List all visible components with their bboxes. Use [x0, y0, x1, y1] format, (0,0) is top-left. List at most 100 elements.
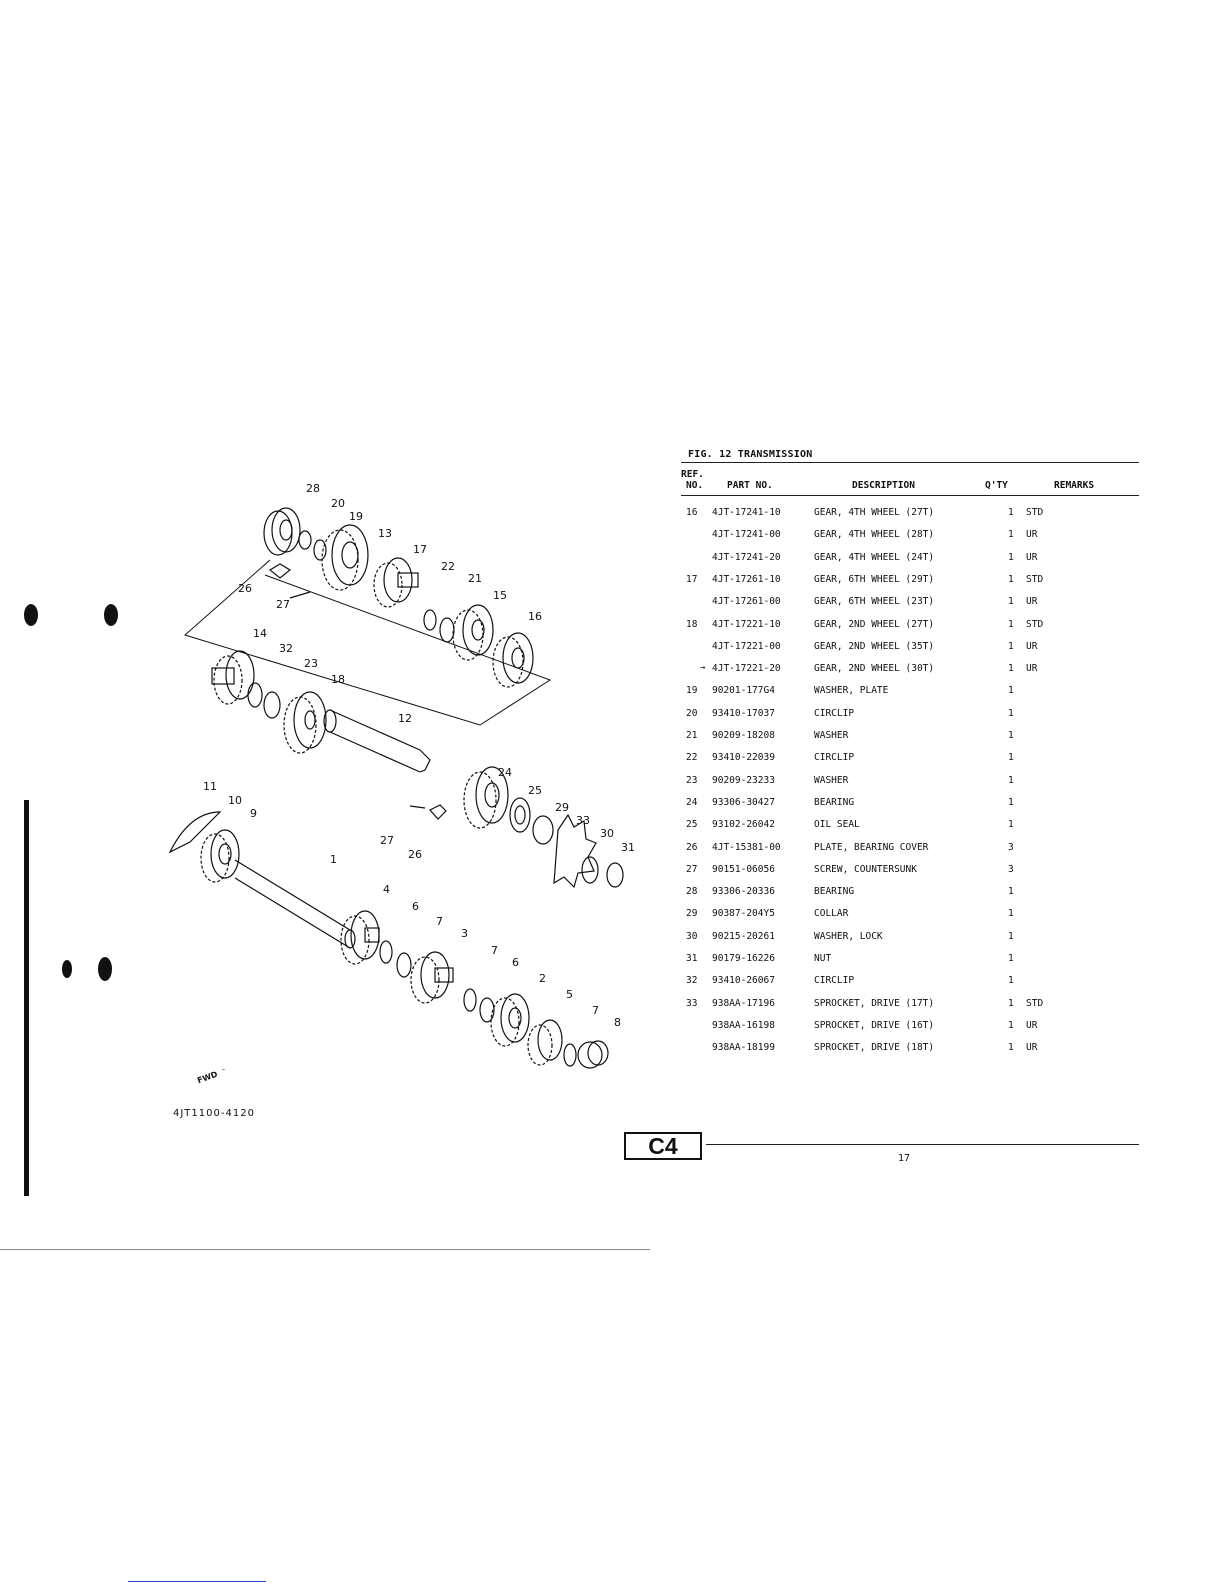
qty-cell: 3	[1008, 863, 1014, 875]
transmission-exploded-diagram: 28 20 19 13 17 22 21 15 16 26 27 14 32 2…	[168, 482, 635, 1070]
callout-label: 11	[203, 780, 217, 793]
section-box: C4	[624, 1132, 702, 1160]
qty-cell: 1	[1008, 707, 1014, 719]
callout-label: 16	[528, 610, 542, 623]
ref-cell: 18	[686, 618, 698, 630]
callout-label: 13	[378, 527, 392, 540]
description-cell: SPROCKET, DRIVE (17T)	[814, 997, 935, 1009]
part-number-cell: 93410-22039	[712, 752, 775, 764]
description-cell: SCREW, COUNTERSUNK	[814, 863, 917, 875]
header-ref-line2: NO.	[686, 480, 704, 491]
remarks-cell: STD	[1026, 618, 1044, 630]
callout-label: 7	[436, 915, 443, 928]
divider	[706, 1144, 1139, 1145]
diagram-code: 4JT1100-4120	[173, 1108, 255, 1119]
ref-cell: 29	[686, 908, 698, 920]
ref-cell: 32	[686, 975, 698, 987]
qty-cell: 1	[1008, 507, 1014, 518]
callout-label: 9	[250, 807, 257, 820]
remarks-cell: UR	[1026, 640, 1038, 652]
description-cell: CIRCLIP	[814, 975, 855, 987]
part-number-cell: 4JT-17241-00	[712, 529, 781, 541]
callout-label: 22	[441, 560, 455, 573]
qty-cell: 1	[1008, 640, 1014, 652]
ref-cell: 31	[686, 953, 698, 964]
callout-label: 12	[398, 712, 412, 725]
part-number-cell: 90209-18208	[712, 730, 775, 741]
remarks-cell: UR	[1026, 529, 1038, 541]
description-cell: WASHER	[814, 730, 849, 741]
qty-cell: 1	[1008, 1019, 1014, 1031]
description-cell: BEARING	[814, 796, 855, 808]
qty-cell: 1	[1008, 953, 1014, 964]
scan-edge-line	[128, 1581, 266, 1582]
description-cell: GEAR, 6TH WHEEL (29T)	[814, 573, 935, 585]
part-number-cell: 4JT-17261-00	[712, 596, 781, 608]
table-row: 4JT-17261-00 GEAR, 6TH WHEEL (23T) 1 UR	[686, 596, 1146, 618]
callout-label: 8	[614, 1016, 621, 1029]
part-number-cell: 93410-17037	[712, 707, 775, 719]
remarks-cell: UR	[1026, 1019, 1038, 1031]
callout-label: 25	[528, 784, 542, 797]
change-mark-icon: →	[700, 663, 706, 674]
figure-title: FIG. 12 TRANSMISSION	[688, 449, 813, 460]
remarks-cell: UR	[1026, 551, 1038, 563]
qty-cell: 1	[1008, 886, 1014, 898]
qty-cell: 1	[1008, 819, 1014, 831]
scan-edge-line	[0, 1249, 650, 1250]
part-number-cell: 938AA-17196	[712, 997, 775, 1009]
description-cell: WASHER	[814, 774, 849, 786]
part-number-cell: 90215-20261	[712, 930, 775, 942]
description-cell: WASHER, LOCK	[814, 930, 883, 942]
part-number-cell: 4JT-17241-20	[712, 551, 781, 563]
callout-label: 1	[330, 853, 337, 866]
qty-cell: 1	[1008, 774, 1014, 786]
description-cell: SPROCKET, DRIVE (16T)	[814, 1019, 935, 1031]
ref-cell: 23	[686, 774, 698, 786]
description-cell: GEAR, 4TH WHEEL (24T)	[814, 551, 935, 563]
callout-label: 14	[253, 627, 267, 640]
header-description: DESCRIPTION	[852, 480, 915, 491]
description-cell: WASHER, PLATE	[814, 685, 889, 697]
description-cell: PLATE, BEARING COVER	[814, 841, 929, 853]
part-number-cell: 4JT-17221-10	[712, 618, 781, 630]
part-number-cell: 4JT-15381-00	[712, 841, 781, 853]
ref-cell: 20	[686, 707, 698, 719]
callout-label: 15	[493, 589, 507, 602]
callout-label: 23	[304, 657, 318, 670]
part-number-cell: 90387-204Y5	[712, 908, 775, 920]
qty-cell: 1	[1008, 730, 1014, 741]
qty-cell: 1	[1008, 596, 1014, 608]
description-cell: GEAR, 4TH WHEEL (27T)	[814, 507, 935, 518]
qty-cell: 1	[1008, 796, 1014, 808]
remarks-cell: STD	[1026, 997, 1044, 1009]
description-cell: GEAR, 2ND WHEEL (30T)	[814, 663, 935, 675]
description-cell: GEAR, 6TH WHEEL (23T)	[814, 596, 935, 608]
header-ref-line1: REF.	[681, 469, 704, 480]
remarks-cell: UR	[1026, 596, 1038, 608]
callout-label: 7	[491, 944, 498, 957]
ref-cell: 17	[686, 573, 698, 585]
description-cell: NUT	[814, 953, 832, 964]
qty-cell: 1	[1008, 573, 1014, 585]
callout-label: 30	[600, 827, 614, 840]
ref-cell: 22	[686, 752, 698, 764]
callout-label: 33	[576, 814, 590, 827]
qty-cell: 1	[1008, 975, 1014, 987]
qty-cell: 1	[1008, 663, 1014, 675]
callout-label: 6	[412, 900, 419, 913]
divider	[681, 495, 1139, 496]
remarks-cell: UR	[1026, 1042, 1038, 1054]
callout-label: 27	[380, 834, 394, 847]
callout-label: 26	[408, 848, 422, 861]
